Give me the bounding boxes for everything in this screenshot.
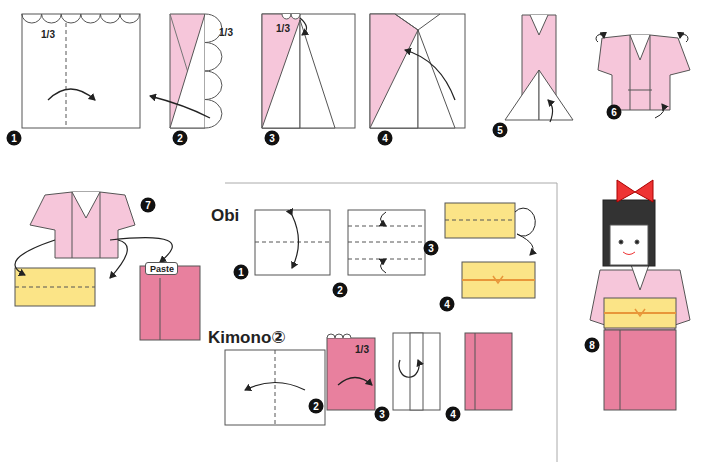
fraction-mark: 1/3 <box>276 23 290 34</box>
callout-number: 1 <box>7 131 22 146</box>
callout-number: 4 <box>446 407 461 422</box>
callout-number: 2 <box>333 283 348 298</box>
callout-number: 4 <box>440 297 455 312</box>
node-text: Paste <box>150 264 177 274</box>
callout-number: 2 <box>173 131 188 146</box>
callout-number: 7 <box>141 198 156 213</box>
paste-tab: Paste <box>145 262 178 275</box>
callout-number: 3 <box>375 407 390 422</box>
callout-number: 3 <box>265 131 280 146</box>
section-title: Obi <box>211 206 239 226</box>
fraction-mark: 1/3 <box>41 29 55 40</box>
callout-number: 1 <box>234 265 249 280</box>
fraction-mark: 1/3 <box>355 344 369 355</box>
callout-number: 2 <box>309 399 324 414</box>
callout-number: 3 <box>424 241 439 256</box>
callout-number: 5 <box>493 123 508 138</box>
callout-number: 4 <box>378 131 393 146</box>
section-title: Kimono② <box>208 327 286 348</box>
callout-number: 6 <box>607 105 622 120</box>
fraction-mark: 1/3 <box>219 27 233 38</box>
callout-number: 8 <box>585 338 600 353</box>
